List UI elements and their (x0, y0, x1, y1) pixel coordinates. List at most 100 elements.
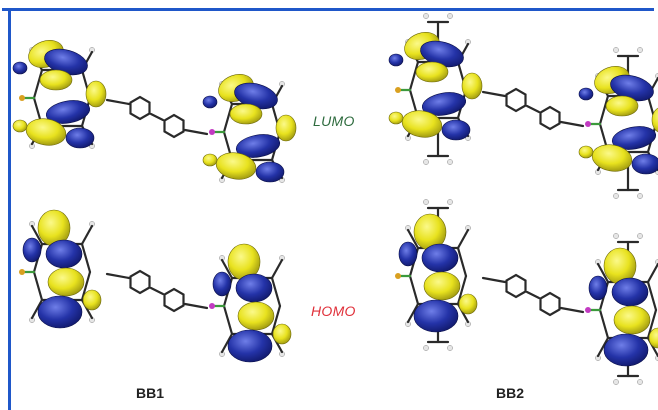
aromatic-ring (505, 87, 527, 113)
bond (646, 308, 658, 340)
orbital-lobe-positive (229, 103, 263, 125)
heteroatom (395, 87, 401, 93)
aromatic-ring (129, 95, 151, 121)
bond (220, 258, 234, 280)
orbital-lobe-positive (85, 80, 107, 108)
bond (598, 94, 610, 126)
hydrogen-atom (423, 199, 429, 205)
bond (596, 336, 610, 358)
heteroatom (585, 307, 591, 313)
bond (481, 276, 507, 284)
hydrogen-atom (613, 193, 619, 199)
aromatic-ring (129, 269, 151, 295)
molecule-bb1-homo (19, 209, 292, 363)
bond (559, 306, 585, 314)
bond (408, 60, 420, 92)
bond (183, 302, 209, 310)
molecule-bb2-homo (395, 199, 658, 385)
orbital-lobe-negative (235, 134, 281, 158)
orbital-lobe-positive (605, 95, 639, 117)
orbital-lobe-negative (603, 333, 649, 367)
bond (596, 262, 610, 284)
heteroatom (19, 95, 25, 101)
orbital-lobe-negative (202, 95, 218, 109)
bond (456, 246, 468, 278)
compound-label-bb1: BB1 (136, 385, 165, 401)
orbital-lobe-positive (47, 267, 85, 297)
compound-label-bb2: BB2 (496, 385, 525, 401)
bond (406, 228, 420, 250)
orbital-lobe-positive (82, 289, 102, 311)
hydrogen-atom (447, 13, 453, 19)
orbital-lobe-positive (237, 301, 275, 331)
bond (149, 112, 165, 122)
orbital-lobe-negative (235, 273, 273, 303)
orbital-lobe-negative (12, 61, 28, 75)
orbital-lobe-positive (423, 271, 461, 301)
hydrogen-atom (447, 345, 453, 351)
aromatic-ring (505, 273, 527, 299)
orbital-lobe-positive (39, 69, 73, 91)
heteroatom (209, 303, 215, 309)
orbital-lobe-negative (255, 161, 285, 183)
hydrogen-atom (613, 379, 619, 385)
bond (525, 290, 541, 300)
hydrogen-atom (637, 233, 643, 239)
bond (408, 274, 420, 306)
orbital-lobe-negative (398, 241, 418, 267)
aromatic-ring (163, 287, 185, 313)
bond (270, 304, 282, 336)
hydrogen-atom (613, 47, 619, 53)
bond (456, 274, 468, 306)
row-label-lumo: LUMO (313, 113, 355, 129)
orbital-lobe-positive (613, 305, 651, 335)
bond (406, 302, 420, 324)
orbital-lobe-negative (65, 127, 95, 149)
bond (80, 242, 92, 274)
orbital-lobe-negative (578, 87, 594, 101)
hydrogen-atom (423, 159, 429, 165)
bond (222, 102, 234, 134)
bond (183, 128, 209, 136)
orbital-lobe-negative (611, 277, 649, 307)
orbital-lobe-positive (275, 114, 297, 142)
molecule-bb2-lumo (388, 13, 658, 199)
orbital-lobe-positive (202, 153, 218, 167)
frame-top-border (2, 8, 654, 11)
frame-left-border (8, 8, 11, 410)
hydrogen-atom (423, 345, 429, 351)
orbital-lobe-positive (461, 72, 483, 100)
orbital-lobe-positive (578, 145, 594, 159)
bond (646, 280, 658, 312)
orbital-lobe-negative (421, 243, 459, 273)
orbital-lobe-negative (588, 275, 608, 301)
orbital-lobe-positive (651, 107, 658, 133)
hydrogen-atom (637, 47, 643, 53)
bond (481, 90, 507, 98)
bond (222, 304, 234, 336)
orbital-lobe-positive (12, 119, 28, 133)
orbital-lobe-negative (388, 53, 404, 67)
heteroatom (585, 121, 591, 127)
orbital-lobe-negative (421, 92, 467, 116)
bond (30, 224, 44, 246)
aromatic-ring (163, 113, 185, 139)
bond (646, 262, 658, 284)
hydrogen-atom (423, 13, 429, 19)
orbital-lobe-positive (648, 327, 658, 349)
bond (456, 228, 470, 250)
heteroatom (209, 129, 215, 135)
bond (559, 120, 585, 128)
bond (525, 104, 541, 114)
bond (598, 308, 610, 340)
hydrogen-atom (613, 233, 619, 239)
bond (270, 258, 284, 280)
orbital-lobe-negative (413, 299, 459, 333)
orbital-lobe-negative (611, 126, 657, 150)
aromatic-ring (539, 291, 561, 317)
orbital-lobe-negative (441, 119, 471, 141)
orbital-lobe-negative (227, 329, 273, 363)
bond (105, 272, 131, 280)
